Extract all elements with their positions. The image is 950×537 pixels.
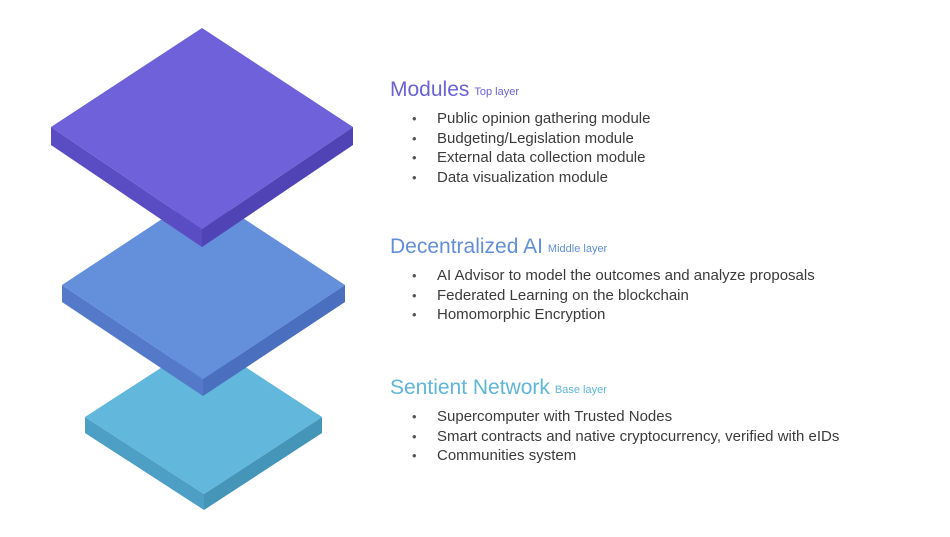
layer-title: Decentralized AI [390,235,543,258]
middle-layer-slab [62,192,345,396]
top-layer-slab [51,28,353,247]
bullet-icon: • [412,169,417,185]
top-slab-right-side [202,127,353,247]
list-item: • Federated Learning on the blockchain [390,286,815,306]
bullet-icon: • [412,130,417,146]
layer-tag: Top layer [474,86,520,98]
base-slab-right-side [204,417,322,510]
list-item-text: Smart contracts and native cryptocurrenc… [437,427,840,445]
bullet-icon: • [412,409,417,424]
bullet-icon: • [412,150,417,165]
list-item: • Public opinion gathering module [390,109,650,129]
feature-list: • AI Advisor to model the outcomes and an… [390,266,815,325]
list-item-text: Federated Learning on the blockchain [437,286,689,304]
bullet-icon: • [412,287,417,303]
layer-stack-illustration [51,28,353,510]
bullet-icon: • [412,268,417,283]
feature-list: • Public opinion gathering module • Budget… [390,109,650,187]
base-layer-slab [85,340,322,510]
list-item: • AI Advisor to model the outcomes and an… [390,266,815,286]
list-item-text: AI Advisor to model the outcomes and ana… [437,267,815,284]
layer-heading: Sentient Network Base layer [390,376,839,403]
bullet-icon: • [412,111,417,126]
bullet-icon: • [412,448,417,463]
layer-tag: Middle layer [547,243,608,255]
top-slab-left-side [51,127,202,247]
layer-title: Modules [390,78,470,101]
layer-block-modules: Modules Top layer • Public opinion gatheri… [390,78,650,187]
list-item: • Homomorphic Encryption [390,305,815,325]
base-slab-top-face [85,340,322,494]
list-item: • Budgeting/Legislation module [390,129,650,149]
list-item-text: Data visualization module [437,168,608,186]
list-item-text: Homomorphic Encryption [437,306,606,323]
list-item-text: Supercomputer with Trusted Nodes [437,408,673,425]
bullet-icon: • [412,428,417,444]
layer-heading: Modules Top layer [390,78,650,105]
list-item: • Communities system [390,446,839,466]
bullet-icon: • [412,307,417,322]
list-item-text: External data collection module [437,149,646,166]
layer-heading: Decentralized AI Middle layer [390,235,815,262]
feature-list: • Supercomputer with Trusted Nodes • Smart… [390,407,839,466]
list-item-text: Budgeting/Legislation module [437,129,634,147]
list-item: • Supercomputer with Trusted Nodes [390,407,839,427]
layer-title: Sentient Network [390,376,550,399]
layer-block-sentient-network: Sentient Network Base layer • Supercompute… [390,376,839,466]
layer-block-decentralized-ai: Decentralized AI Middle layer • AI Advisor… [390,235,815,325]
middle-slab-top-face [62,192,345,379]
list-item: • External data collection module [390,148,650,168]
list-item-text: Public opinion gathering module [437,110,651,127]
list-item: • Data visualization module [390,168,650,188]
middle-slab-left-side [62,285,203,396]
layer-tag: Base layer [554,384,607,396]
top-slab-top-face [51,28,353,229]
list-item-text: Communities system [437,447,577,464]
middle-slab-right-side [203,285,345,396]
list-item: • Smart contracts and native cryptocurren… [390,427,839,447]
base-slab-left-side [85,417,204,510]
